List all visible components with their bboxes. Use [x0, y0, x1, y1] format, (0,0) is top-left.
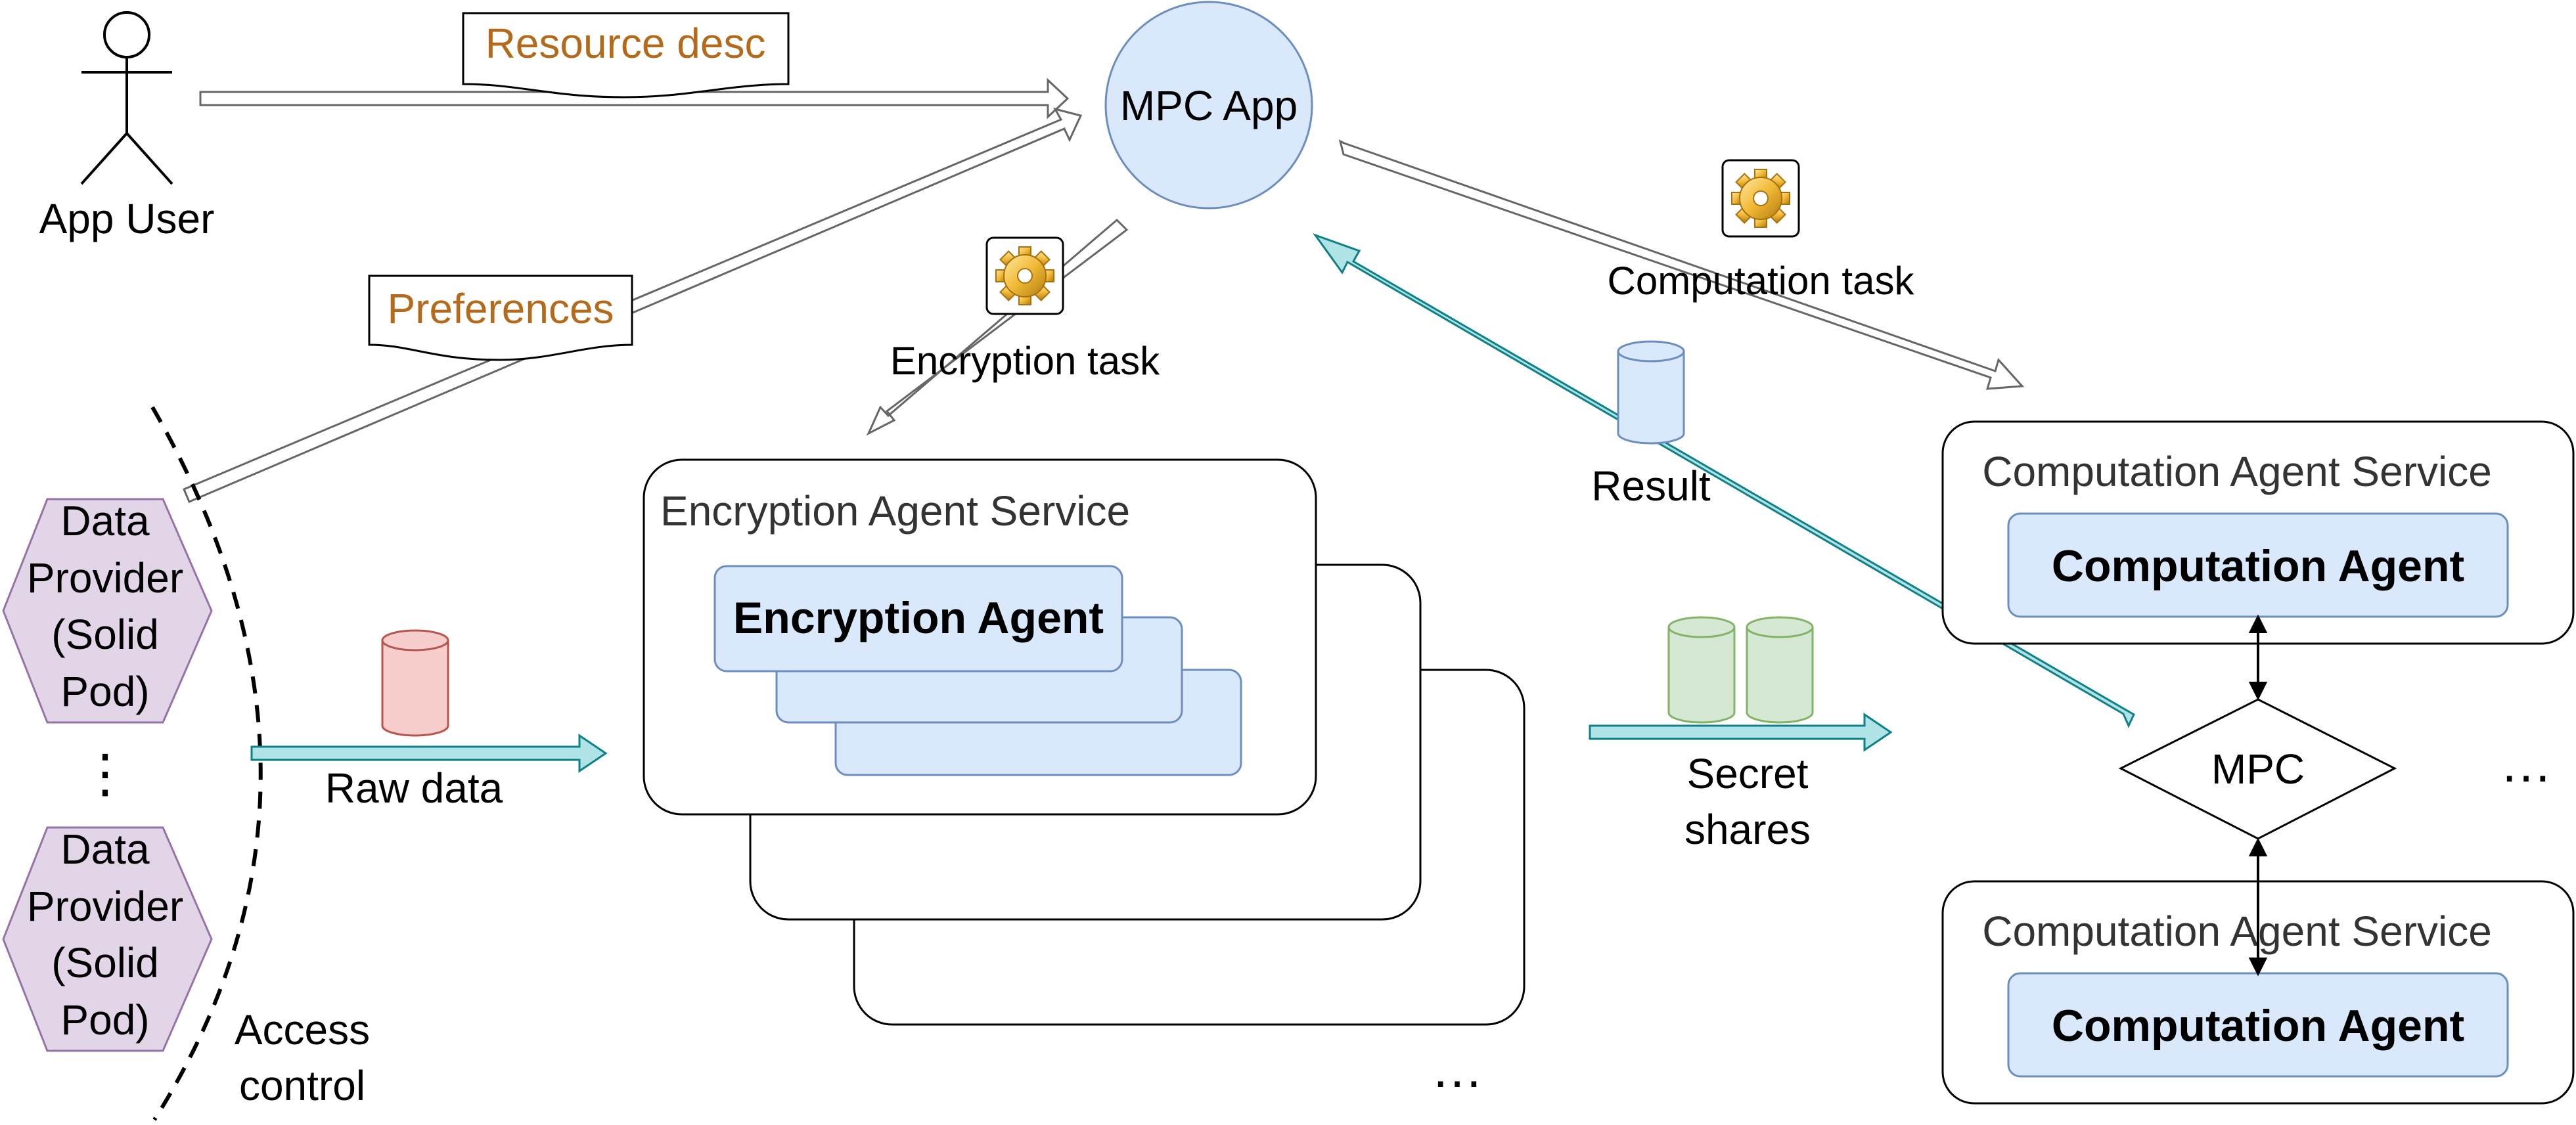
- computation-service-top-title: Computation Agent Service: [1982, 448, 2492, 495]
- provider-1-line-4: Pod): [60, 668, 149, 715]
- encryption-task-label: Encryption task: [890, 339, 1160, 383]
- provider-2-line-2: Provider: [27, 883, 183, 930]
- encryption-service-title: Encryption Agent Service: [660, 487, 1130, 535]
- double-arrow-mpc-bottom: [2248, 837, 2268, 977]
- mpc-more-ellipsis: …: [2500, 734, 2552, 793]
- provider-2-line-1: Data: [60, 826, 150, 873]
- secret-shares-label-2: shares: [1684, 806, 1811, 853]
- mpc-diamond: [2118, 698, 2397, 840]
- access-control-label-2: control: [239, 1062, 365, 1109]
- double-arrow-mpc-top: [2248, 614, 2268, 701]
- encryption-more-ellipsis: …: [1431, 1040, 1483, 1098]
- provider-2-line-4: Pod): [60, 996, 149, 1044]
- resource-desc-document: [462, 12, 790, 99]
- result-database-icon: [1617, 340, 1685, 445]
- app-user-icon: [80, 11, 173, 185]
- secret-share-database-icon: [1746, 616, 1814, 724]
- computation-agent-top-label: Computation Agent: [2052, 541, 2464, 591]
- raw-data-label: Raw data: [325, 764, 503, 812]
- raw-data-database-icon: [381, 629, 449, 737]
- mpc-label: MPC: [2211, 745, 2305, 793]
- preferences-label: Preferences: [387, 285, 614, 332]
- arrow-computation-task: [1338, 139, 2025, 390]
- mpc-app-label: MPC App: [1120, 82, 1298, 129]
- provider-2-line-3: (Solid: [51, 939, 159, 986]
- access-control-label-1: Access: [235, 1006, 370, 1053]
- arrow-user-to-app: [199, 77, 1070, 120]
- provider-1-line-1: Data: [60, 497, 150, 544]
- secret-share-database-icon: [1667, 616, 1736, 724]
- data-provider-node: Data Provider (Solid Pod): [2, 497, 213, 724]
- arrow-result: [1312, 232, 2135, 728]
- access-control-boundary: [150, 406, 263, 1121]
- provider-1-line-2: Provider: [27, 554, 183, 602]
- data-provider-node: Data Provider (Solid Pod): [2, 826, 213, 1052]
- computation-agent-bottom-label: Computation Agent: [2052, 1001, 2464, 1051]
- arrow-secret-shares: [1589, 713, 1893, 752]
- preferences-document: [368, 275, 633, 361]
- encryption-agent-label: Encryption Agent: [733, 593, 1104, 643]
- encryption-agent: [713, 565, 1123, 673]
- secret-shares-label-1: Secret: [1687, 750, 1809, 797]
- computation-gear-icon: [1721, 159, 1800, 238]
- computation-task-label: Computation task: [1608, 259, 1915, 303]
- encryption-gear-icon: [985, 236, 1064, 315]
- app-user-label: App User: [39, 195, 215, 242]
- mpc-app-node: [1104, 1, 1313, 210]
- provider-1-line-3: (Solid: [51, 611, 159, 658]
- result-label: Result: [1591, 462, 1711, 510]
- providers-vertical-ellipsis: ⋮: [79, 744, 131, 803]
- arrow-raw-data: [250, 734, 608, 773]
- computation-service-bottom-title: Computation Agent Service: [1982, 908, 2492, 955]
- resource-desc-label: Resource desc: [486, 20, 766, 67]
